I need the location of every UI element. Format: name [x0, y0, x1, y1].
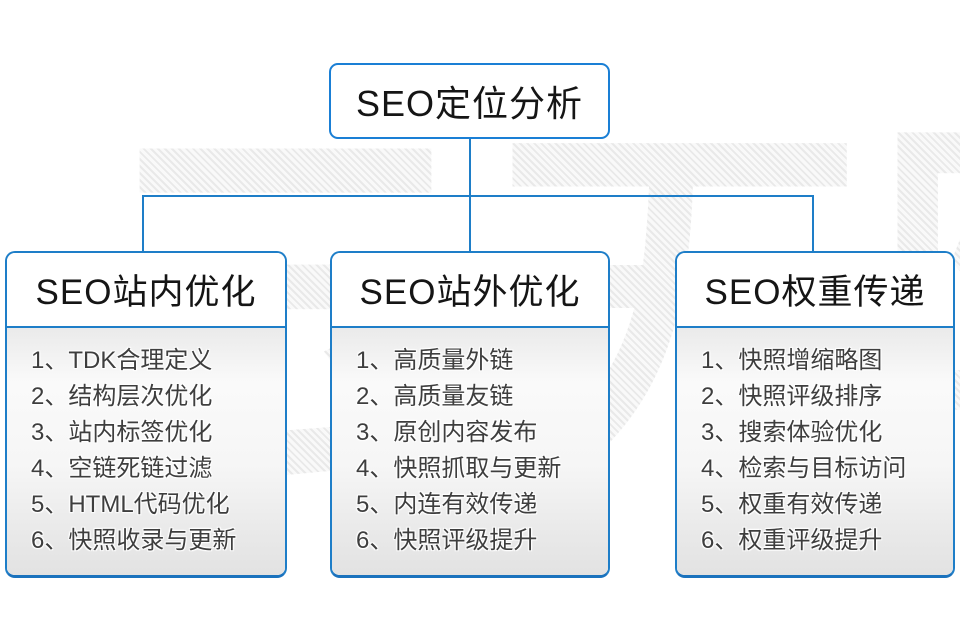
list-item: 1、TDK合理定义 [31, 347, 213, 374]
root-node: SEO定位分析 [329, 63, 610, 139]
list-item: 3、原创内容发布 [356, 419, 538, 446]
list-item: 3、站内标签优化 [31, 419, 213, 446]
branch-onsite-title: SEO站内优化 [35, 273, 257, 312]
branch-weight-transfer: SEO权重传递 1、快照增缩略图 2、快照评级排序 3、搜索体验优化 4、检索与… [675, 251, 955, 578]
branch-onsite-header: SEO站内优化 [7, 253, 285, 328]
list-item: 4、空链死链过滤 [31, 455, 213, 482]
connector-drop-right [812, 197, 814, 252]
branch-onsite-list: 1、TDK合理定义 2、结构层次优化 3、站内标签优化 4、空链死链过滤 5、H… [7, 328, 285, 575]
branch-weight-list: 1、快照增缩略图 2、快照评级排序 3、搜索体验优化 4、检索与目标访问 5、权… [677, 328, 953, 575]
list-item: 6、快照评级提升 [356, 527, 538, 554]
list-item: 2、结构层次优化 [31, 383, 213, 410]
list-item: 5、HTML代码优化 [31, 491, 230, 518]
list-item: 1、快照增缩略图 [701, 347, 883, 374]
list-item: 5、权重有效传递 [701, 491, 883, 518]
connector-root-vertical [469, 139, 471, 197]
root-node-label: SEO定位分析 [355, 83, 584, 124]
list-item: 1、高质量外链 [356, 347, 514, 374]
list-item: 2、快照评级排序 [701, 383, 883, 410]
branch-offsite-list: 1、高质量外链 2、高质量友链 3、原创内容发布 4、快照抓取与更新 5、内连有… [332, 328, 608, 575]
connector-drop-middle [469, 197, 471, 251]
list-item: 4、检索与目标访问 [701, 455, 907, 482]
branch-offsite-title: SEO站外优化 [359, 273, 581, 312]
branch-offsite-optimization: SEO站外优化 1、高质量外链 2、高质量友链 3、原创内容发布 4、快照抓取与… [330, 251, 610, 578]
list-item: 6、快照收录与更新 [31, 527, 237, 554]
list-item: 6、权重评级提升 [701, 527, 883, 554]
list-item: 3、搜索体验优化 [701, 419, 883, 446]
list-item: 5、内连有效传递 [356, 491, 538, 518]
branch-onsite-optimization: SEO站内优化 1、TDK合理定义 2、结构层次优化 3、站内标签优化 4、空链… [5, 251, 287, 578]
connector-horizontal-bar [142, 195, 814, 197]
list-item: 2、高质量友链 [356, 383, 514, 410]
branch-weight-title: SEO权重传递 [704, 273, 926, 312]
list-item: 4、快照抓取与更新 [356, 455, 562, 482]
branch-weight-header: SEO权重传递 [677, 253, 953, 328]
branch-offsite-header: SEO站外优化 [332, 253, 608, 328]
connector-drop-left [142, 197, 144, 251]
